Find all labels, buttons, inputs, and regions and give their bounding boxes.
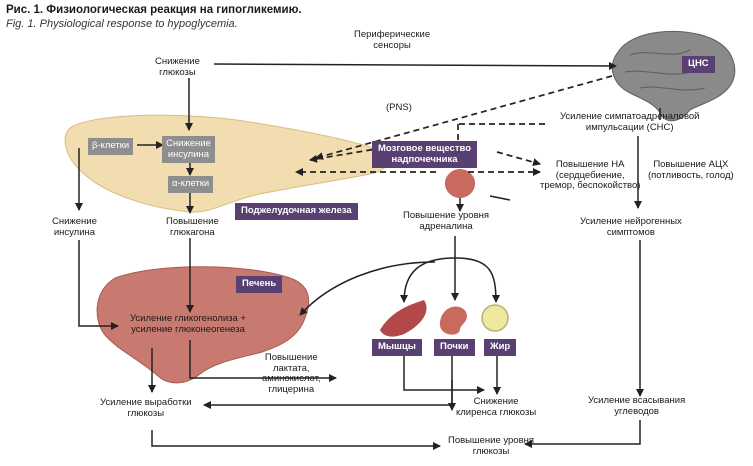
liver-shape — [96, 266, 310, 384]
tag-liver: Печень — [236, 276, 283, 293]
label-pns: (PNS) — [386, 102, 412, 113]
label-glucose-drop: Снижение глюкозы — [155, 56, 200, 78]
kidney-shape — [439, 306, 467, 335]
muscle-shape — [380, 300, 427, 337]
box-beta-cells: β-клетки — [88, 138, 134, 155]
figure-title: Рис. 1. Физиологическая реакция на гипог… — [6, 4, 302, 16]
box-alpha-cells: α-клетки — [168, 176, 214, 193]
tag-muscles: Мышцы — [372, 339, 422, 356]
label-lactate: Повышение лактата, аминокислот, глицерин… — [262, 352, 321, 395]
pancreas-shape — [64, 114, 390, 213]
label-sympathoadrenal: Усиление симпатоадреналовой импульсации … — [560, 111, 700, 133]
tag-fat: Жир — [484, 339, 517, 356]
label-glycogenolysis: Усиление гликогенолиза + усиление глюкон… — [130, 313, 246, 335]
label-clearance-drop: Снижение клиренса глюкозы — [456, 396, 537, 418]
label-ach-increase: Повышение АЦХ (потливость, голод) — [648, 159, 734, 181]
figure-subtitle: Fig. 1. Physiological response to hypogl… — [6, 18, 238, 30]
label-neurogenic: Усиление нейрогенных симптомов — [580, 216, 682, 238]
label-carb-absorption: Усиление всасывания углеводов — [588, 395, 686, 417]
label-adrenaline-increase: Повышение уровня адреналина — [403, 210, 490, 232]
tag-kidneys: Почки — [434, 339, 475, 356]
box-insulin-drop: Снижение инсулина — [162, 136, 215, 163]
label-peripheral-sensors: Периферические сенсоры — [354, 29, 431, 51]
label-glucose-production: Усиление выработки глюкозы — [100, 397, 192, 419]
tag-adrenal-medulla: Мозговое вещество надпочечника — [372, 141, 478, 168]
label-glucose-rise: Повышение уровня глюкозы — [448, 435, 535, 457]
tag-pancreas: Поджелудочная железа — [235, 203, 358, 220]
label-na-increase: Повышение НА (сердцебиение, тремор, бесп… — [540, 159, 641, 191]
adrenal-shape — [444, 169, 476, 198]
label-insulin-drop-left: Снижение инсулина — [52, 216, 97, 238]
fat-shape — [481, 304, 509, 332]
tag-cns: ЦНС — [682, 56, 715, 73]
brain-shape — [611, 30, 736, 122]
label-glucagon-increase: Повышение глюкагона — [166, 216, 219, 238]
